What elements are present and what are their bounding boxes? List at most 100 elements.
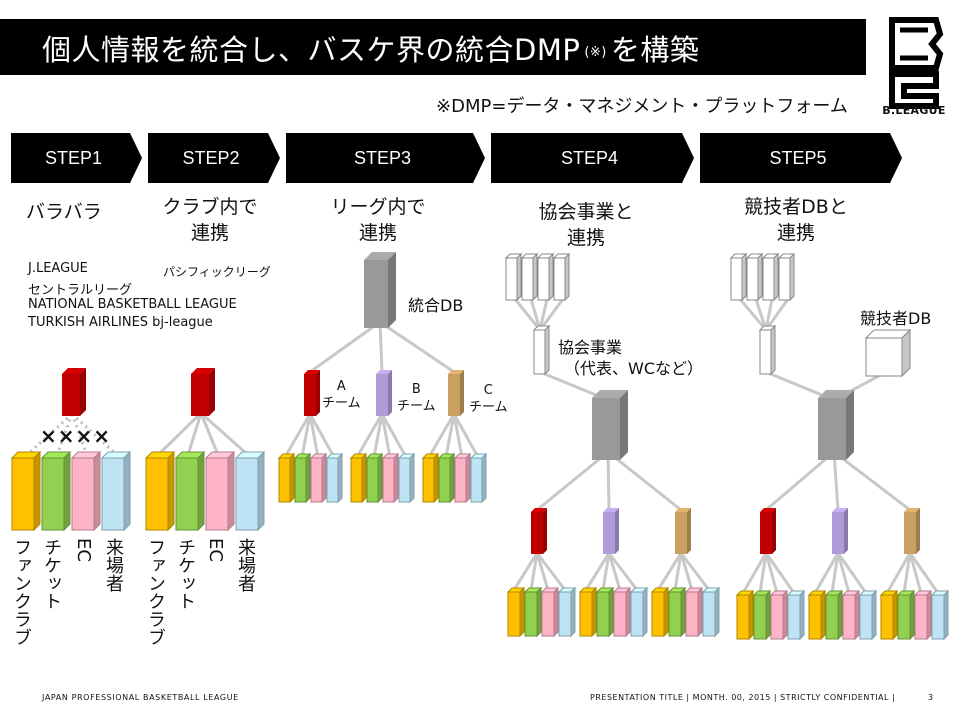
step5-label: STEP5: [769, 148, 827, 168]
step1-club-db: [62, 368, 86, 416]
step5-assoc-box-2: [761, 252, 780, 302]
step3-team0-system-visitor: [325, 452, 344, 504]
step5-arrow: [700, 133, 902, 183]
step4-team0-system-fanclub: [506, 586, 526, 638]
connectors: [25, 298, 940, 594]
step5-team1-system-fanclub: [807, 589, 827, 641]
step1-label-ec: EC: [73, 538, 94, 562]
step5-assoc-box-0: [729, 252, 748, 302]
step1-system-fanclub: [10, 450, 42, 532]
step3-team1-system-ticket: [365, 452, 384, 504]
title-bar: 個人情報を統合し、バスケ界の統合DMP(※)を構築: [0, 19, 866, 75]
step4-assoc-box-2: [536, 252, 555, 302]
step5-athlete-db: [864, 328, 912, 378]
logo-text: B.LEAGUE: [882, 104, 946, 117]
step4-team1-system-ticket: [595, 586, 615, 638]
step1-system-ticket: [40, 450, 72, 532]
step3-team-b-db: [376, 370, 392, 416]
step4-team2-system-visitor: [701, 586, 721, 638]
step4-team1-db: [603, 508, 619, 554]
step2-system-ticket: [174, 450, 206, 532]
step4-description: 協会事業と連携: [538, 201, 634, 249]
bleague-logo: [889, 17, 944, 109]
step3-team0-system-fanclub: [277, 452, 296, 504]
step5-team0-system-ec: [769, 589, 789, 641]
step2-label: STEP2: [182, 148, 240, 168]
step5-team0-system-fanclub: [735, 589, 755, 641]
step4-team0-system-ticket: [523, 586, 543, 638]
step3-team0-system-ticket: [293, 452, 312, 504]
step5-team2-system-fanclub: [879, 589, 899, 641]
step2-system-ec: [204, 450, 236, 532]
step5-team1-db: [832, 508, 848, 554]
step3-team2-system-fanclub: [421, 452, 440, 504]
step5-assoc-box-1: [745, 252, 764, 302]
page-title: 個人情報を統合し、バスケ界の統合DMP(※)を構築: [42, 33, 700, 67]
step3-label: STEP3: [353, 148, 412, 168]
step4-arrow: [491, 133, 694, 183]
step4-team2-system-fanclub: [650, 586, 670, 638]
step2-label-ec: EC: [205, 538, 226, 562]
step3-team1-system-ec: [381, 452, 400, 504]
step4-team2-system-ec: [684, 586, 704, 638]
step5-team2-system-ticket: [896, 589, 916, 641]
integrated-db-label: 統合DB: [408, 296, 464, 315]
footer-organization: JAPAN PROFESSIONAL BASKETBALL LEAGUE: [42, 693, 239, 702]
step3-team-c-db: [448, 370, 464, 416]
step5-team0-db: [760, 508, 776, 554]
step1-label-visitor: 来場者: [103, 538, 124, 592]
step4-team1-system-ec: [612, 586, 632, 638]
step2-label-ticket: チケット: [175, 538, 196, 610]
association-business-label: 協会事業: [558, 338, 623, 357]
step3-team0-system-ec: [309, 452, 328, 504]
step5-team0-system-ticket: [752, 589, 772, 641]
step5-team1-system-ec: [841, 589, 861, 641]
step4-team2-system-ticket: [667, 586, 687, 638]
step2-arrow: [148, 133, 280, 183]
example-nbl: NATIONAL BASKETBALL LEAGUE: [28, 297, 237, 312]
athlete-db-label: 競技者DB: [860, 309, 932, 328]
step4-assoc-box-1: [520, 252, 539, 302]
step4-assoc-column: [532, 324, 551, 376]
example-jleague: J.LEAGUE: [28, 261, 88, 276]
step1-label-ticket: チケット: [41, 538, 62, 610]
step1-system-ec: [70, 450, 102, 532]
footer-meta: PRESENTATION TITLE | MONTH. 00, 2015 | S…: [590, 693, 896, 702]
example-pacific-league: パシフィックリーグ: [163, 265, 271, 279]
step4-assoc-box-3: [552, 252, 571, 302]
step5-assoc-box-3: [777, 252, 796, 302]
step5-description: 競技者DBと連携: [744, 196, 848, 244]
example-bj-league: TURKISH AIRLINES bj-league: [28, 315, 213, 330]
step5-team0-system-visitor: [786, 589, 806, 641]
step4-integrated-db: [592, 390, 628, 460]
step2-label-fanclub: ファンクラブ: [145, 538, 166, 646]
step3-team-a-db: [304, 370, 320, 416]
step1-label-fanclub: ファンクラブ: [11, 538, 32, 646]
step4-team2-db: [675, 508, 691, 554]
step5-team1-system-ticket: [824, 589, 844, 641]
page-number: 3: [928, 693, 934, 702]
step3-team2-system-ec: [453, 452, 472, 504]
step3-arrow: [286, 133, 485, 183]
step2-system-fanclub: [144, 450, 176, 532]
step3-team2-system-ticket: [437, 452, 456, 504]
step4-team0-system-visitor: [557, 586, 577, 638]
step2-club-db: [191, 368, 215, 416]
step3-team2-system-visitor: [469, 452, 488, 504]
step4-team1-system-visitor: [629, 586, 649, 638]
step2-system-visitor: [234, 450, 266, 532]
example-central-league: セントラルリーグ: [28, 283, 133, 298]
step4-team0-system-ec: [540, 586, 560, 638]
step3-description: リーグ内で連携: [330, 196, 426, 244]
prism-layer: [10, 252, 950, 641]
step4-label: STEP4: [560, 148, 619, 168]
step1-label: STEP1: [44, 148, 103, 168]
step4-assoc-box-0: [504, 252, 523, 302]
step5-team2-system-ec: [913, 589, 933, 641]
step5-integrated-db: [818, 390, 854, 460]
step4-team1-system-fanclub: [578, 586, 598, 638]
step2-label-visitor: 来場者: [235, 538, 256, 592]
